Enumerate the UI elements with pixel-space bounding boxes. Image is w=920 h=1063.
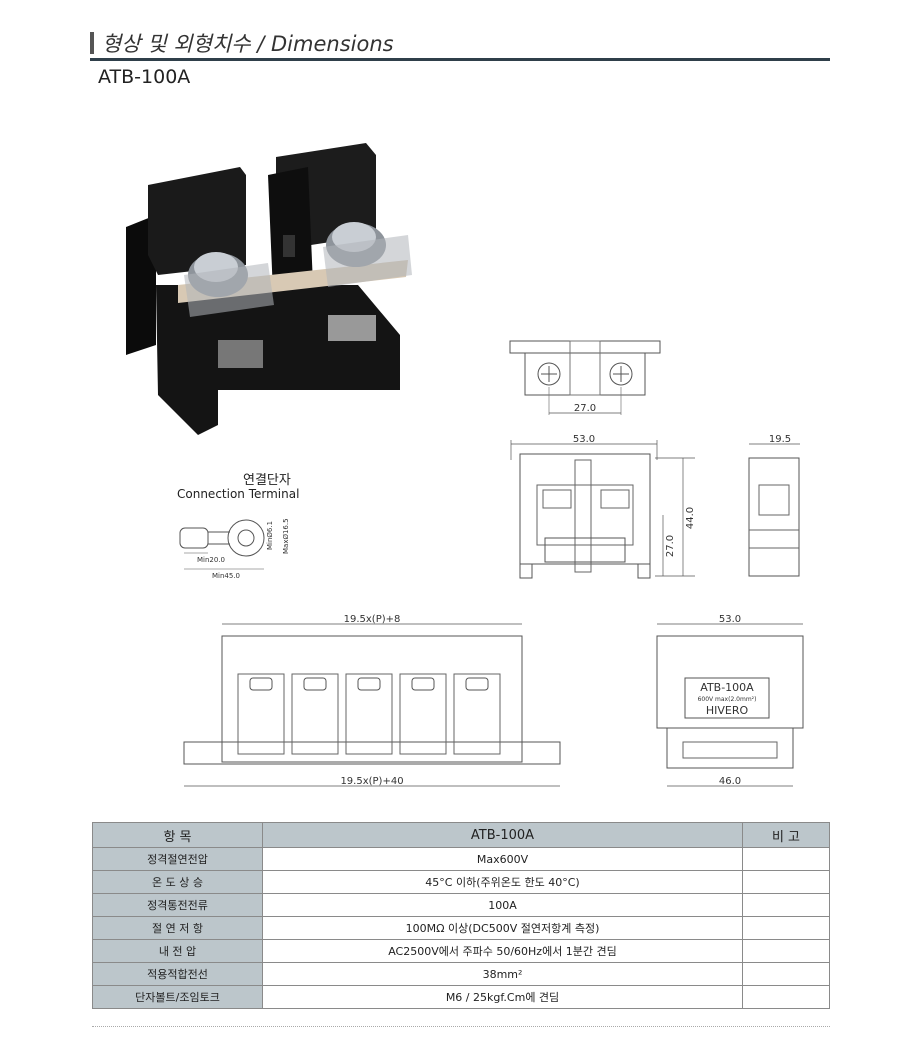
row-value: Max600V (262, 847, 743, 871)
row-note (742, 985, 830, 1009)
end-label-brand: HIVERO (706, 704, 749, 717)
dim-end-width-bottom: 46.0 (719, 776, 741, 787)
front-view-drawing: 53.0 44.0 27.0 (510, 434, 696, 579)
end-label-model: ATB-100A (700, 681, 754, 694)
table-row: 내 전 압 AC2500V에서 주파수 50/60Hz에서 1분간 견딤 (92, 939, 830, 963)
row-value: 38mm² (262, 962, 743, 986)
dim-l2: Min45.0 (212, 572, 240, 580)
dim-multi-top: 19.5x(P)+8 (344, 614, 401, 625)
dim-d1: MinØ6.1 (266, 521, 274, 550)
row-value: AC2500V에서 주파수 50/60Hz에서 1분간 견딤 (262, 939, 743, 963)
row-label: 정격절연전압 (92, 847, 263, 871)
end-label-rating: 600V max(2.0mm²) (698, 696, 757, 703)
row-note (742, 893, 830, 917)
multi-pole-drawing: 19.5x(P)+8 19.5x(P)+40 (183, 614, 561, 787)
bottom-divider (92, 1026, 830, 1027)
dim-top-pitch: 27.0 (574, 403, 596, 414)
row-note (742, 962, 830, 986)
row-value: 100A (262, 893, 743, 917)
row-label: 온 도 상 승 (92, 870, 263, 894)
table-row: 온 도 상 승 45°C 이하(주위온도 한도 40°C) (92, 870, 830, 894)
row-note (742, 870, 830, 894)
header-accent-bar (90, 32, 94, 54)
row-label: 내 전 압 (92, 939, 263, 963)
spec-table: 항 목 ATB-100A 비 고 정격절연전압 Max600V 온 도 상 승 … (92, 822, 830, 1009)
row-label: 단자볼트/조임토크 (92, 985, 263, 1009)
table-row: 정격절연전압 Max600V (92, 847, 830, 871)
header-divider (90, 58, 830, 61)
dim-l1: Min20.0 (197, 556, 225, 564)
row-value: 100MΩ 이상(DC500V 절연저항계 측정) (262, 916, 743, 940)
table-row: 절 연 저 항 100MΩ 이상(DC500V 절연저항계 측정) (92, 916, 830, 940)
col-model-header: ATB-100A (262, 822, 743, 848)
table-row: 적용적합전선 38mm² (92, 962, 830, 986)
model-name: ATB-100A (98, 66, 191, 88)
end-view-drawing: 53.0 ATB-100A 600V max(2.0mm²) HIVERO 46… (656, 614, 804, 787)
side-view-drawing: 19.5 (748, 434, 800, 577)
top-view-drawing: 27.0 (509, 340, 661, 415)
dim-front-height: 44.0 (685, 507, 696, 529)
dim-multi-bottom: 19.5x(P)+40 (340, 776, 403, 787)
dim-end-width-top: 53.0 (719, 614, 741, 625)
row-note (742, 916, 830, 940)
connection-terminal-drawing: Min20.0 Min45.0 MinØ6.1 MaxØ16.5 (179, 518, 290, 580)
col-item-header: 항 목 (92, 822, 263, 848)
row-value: M6 / 25kgf.Cm에 견딤 (262, 985, 743, 1009)
row-value: 45°C 이하(주위온도 한도 40°C) (262, 870, 743, 894)
dim-front-mid: 27.0 (665, 535, 676, 557)
dim-side-width: 19.5 (769, 434, 791, 445)
row-note (742, 847, 830, 871)
connection-terminal-title-en: Connection Terminal (177, 487, 300, 501)
product-photo (126, 143, 412, 435)
spec-table-header: 항 목 ATB-100A 비 고 (92, 822, 830, 848)
page-title: 형상 및 외형치수 / Dimensions (102, 32, 394, 56)
row-label: 정격통전전류 (92, 893, 263, 917)
row-note (742, 939, 830, 963)
table-row: 정격통전전류 100A (92, 893, 830, 917)
row-label: 적용적합전선 (92, 962, 263, 986)
connection-terminal-title-ko: 연결단자 (243, 473, 291, 488)
table-row: 단자볼트/조임토크 M6 / 25kgf.Cm에 견딤 (92, 985, 830, 1009)
dim-front-width: 53.0 (573, 434, 595, 445)
dim-d2: MaxØ16.5 (282, 518, 290, 554)
col-note-header: 비 고 (742, 822, 830, 848)
row-label: 절 연 저 항 (92, 916, 263, 940)
